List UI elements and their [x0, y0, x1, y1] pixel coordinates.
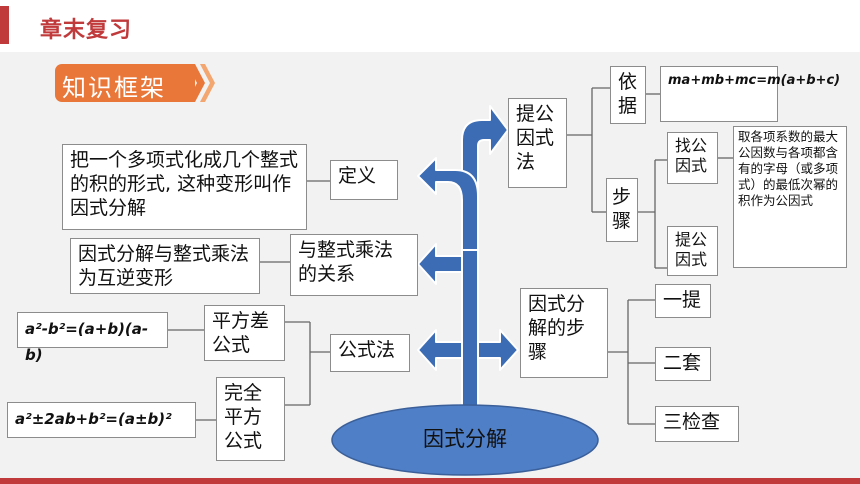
- basis-label: 依据: [610, 66, 646, 124]
- perfect-square-formula: a²±2ab+b²=(a±b)²: [7, 402, 196, 438]
- perfect-square-label: 完全平方公式: [216, 377, 285, 461]
- root-node-shape: [331, 404, 599, 476]
- header-accent-bar: [0, 6, 9, 44]
- framework-badge-label: 知识框架: [62, 74, 166, 102]
- procedure-step-3: 三检查: [655, 406, 739, 442]
- definition-content-box: 把一个多项式化成几个整式的积的形式, 这种变形叫作因式分解: [62, 144, 307, 230]
- slide-header: 章末复习: [0, 0, 860, 52]
- basis-formula: ma+mb+mc=m(a+b+c): [660, 66, 840, 122]
- root-label: 因式分解: [423, 427, 507, 451]
- extract-factor-label: 提公因式: [667, 226, 718, 276]
- footer-accent-bar: [0, 478, 860, 484]
- common-factor-label: 提公因式法: [508, 98, 567, 188]
- procedure-label: 因式分解的步骤: [520, 288, 608, 378]
- definition-label-box: 定义: [330, 160, 398, 200]
- relation-content-box: 因式分解与整式乘法为互逆变形: [70, 238, 260, 294]
- procedure-step-1: 一提: [655, 284, 711, 318]
- slide-title: 章末复习: [40, 18, 133, 43]
- framework-badge: [55, 64, 195, 102]
- relation-label-box: 与整式乘法的关系: [290, 234, 418, 296]
- formula-method-label: 公式法: [330, 334, 410, 372]
- procedure-step-2: 二套: [655, 347, 711, 381]
- square-diff-label: 平方差公式: [204, 305, 285, 361]
- steps-label: 步骤: [606, 178, 638, 242]
- find-factor-label: 找公因式: [667, 132, 718, 184]
- find-factor-note: 取各项系数的最大公因数与各项都含有的字母（或多项式）的最低次幂的积作为公因式: [733, 126, 847, 268]
- square-diff-formula: a²-b²=(a+b)(a-b): [17, 312, 168, 364]
